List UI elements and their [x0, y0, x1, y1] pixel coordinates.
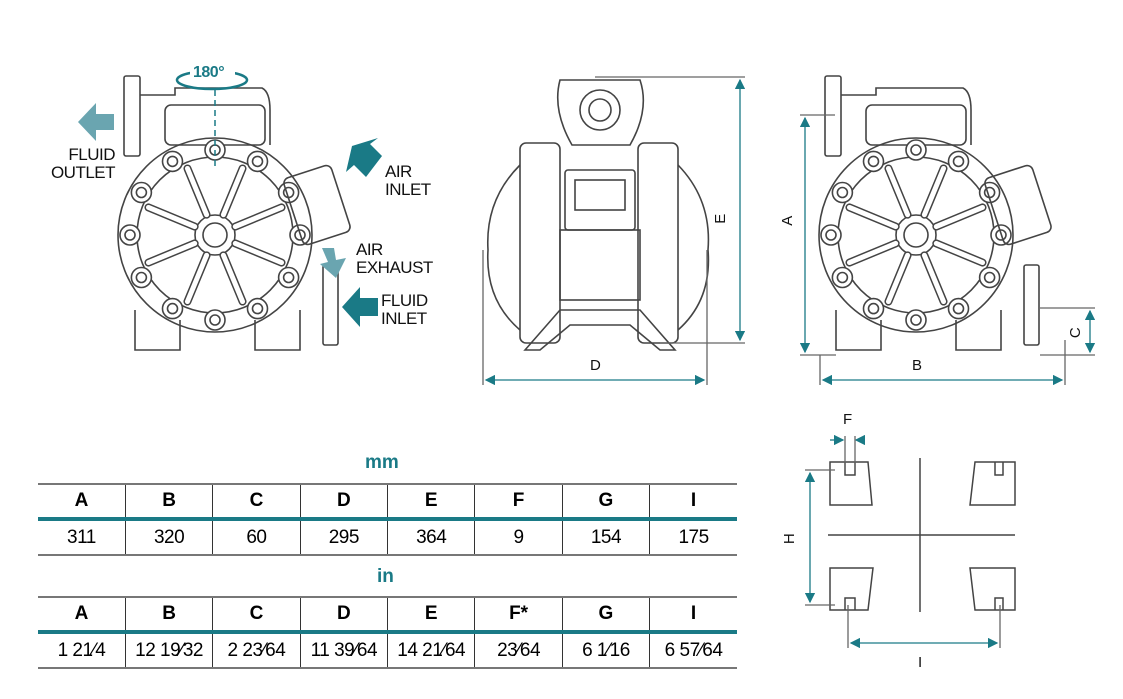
table-header-cell: F [474, 483, 563, 521]
table-value-cell: 11 39⁄64 [299, 632, 389, 669]
spoke [220, 252, 246, 305]
dim-label-h: H [781, 533, 799, 545]
dim-label-c: C [1067, 327, 1085, 339]
pump-front-view [486, 79, 710, 351]
mm-table-title: mm [365, 452, 399, 473]
bolt [124, 229, 136, 241]
pump-side-view-dimensioned [818, 75, 1052, 351]
table-value-cell: 175 [649, 519, 737, 556]
bolt [983, 271, 996, 284]
dim-label-f: F [843, 411, 852, 428]
bolt [867, 155, 880, 168]
bolt [836, 271, 849, 284]
bolt [825, 229, 837, 241]
bolt [251, 302, 264, 315]
table-value-cell: 14 21⁄64 [386, 632, 476, 669]
dim-label-a: A [778, 216, 796, 226]
bolt [952, 155, 965, 168]
spoke [933, 204, 986, 230]
table-value-cell: 12 19⁄32 [124, 632, 214, 669]
bolt [166, 155, 179, 168]
spoke [145, 240, 198, 266]
table-header-cell: B [124, 596, 214, 634]
bolt [251, 155, 264, 168]
pump-side-view [117, 75, 351, 351]
spoke [846, 204, 899, 230]
spoke [933, 240, 986, 266]
table-header-cell: E [386, 483, 476, 521]
table-header-cell: B [124, 483, 214, 521]
table-header-cell: C [212, 596, 301, 634]
in-table-title: in [377, 566, 394, 587]
table-value-cell: 9 [474, 519, 563, 556]
table-value-cell: 364 [386, 519, 476, 556]
air-exhaust-arrow-icon [320, 248, 346, 278]
table-header-cell: E [386, 596, 476, 634]
table-header-cell: D [299, 596, 389, 634]
table-header-cell: G [561, 596, 651, 634]
dim-label-b: B [912, 357, 922, 374]
table-value-cell: 311 [38, 519, 126, 556]
dimension-lines [482, 76, 1096, 386]
bolt [952, 302, 965, 315]
table-header-cell: A [38, 483, 126, 521]
footprint-dimension-lines [804, 434, 1001, 649]
spoke [220, 165, 246, 218]
table-header-cell: I [649, 483, 737, 521]
spoke [184, 165, 210, 218]
bolt [836, 186, 849, 199]
dim-label-d: D [590, 357, 601, 374]
table-value-cell: 6 57⁄64 [649, 632, 737, 669]
bolt [135, 271, 148, 284]
spoke [885, 252, 911, 305]
fluid-outlet-arrow-icon [78, 103, 114, 141]
dim-label-e: E [711, 214, 729, 224]
table-value-cell: 320 [124, 519, 214, 556]
spoke [885, 165, 911, 218]
rotation-indicator [175, 64, 249, 170]
table-value-cell: 60 [212, 519, 301, 556]
bolt [135, 186, 148, 199]
table-value-cell: 2 23⁄64 [212, 632, 301, 669]
spoke [921, 252, 947, 305]
spoke [145, 204, 198, 230]
spoke [232, 204, 285, 230]
bolt [282, 271, 295, 284]
spoke [846, 240, 899, 266]
fluid-inlet-arrow-icon [342, 287, 378, 327]
spoke [184, 252, 210, 305]
table-header-cell: G [561, 483, 651, 521]
table-value-cell: 6 1⁄16 [561, 632, 651, 669]
spoke [232, 240, 285, 266]
bolt [867, 302, 880, 315]
bolt [209, 314, 221, 326]
table-header-cell: I [649, 596, 737, 634]
table-value-cell: 1 21⁄4 [38, 632, 126, 669]
bolt [910, 144, 922, 156]
table-value-cell: 23⁄64 [474, 632, 563, 669]
spoke [921, 165, 947, 218]
table-header-cell: A [38, 596, 126, 634]
table-header-cell: D [299, 483, 389, 521]
table-value-cell: 154 [561, 519, 651, 556]
table-value-cell: 295 [299, 519, 389, 556]
rotation-label: 180° [193, 64, 225, 81]
table-header-cell: C [212, 483, 301, 521]
dim-label-i: I [918, 654, 922, 671]
bolt [166, 302, 179, 315]
table-header-cell: F* [474, 596, 563, 634]
air-inlet-arrow-icon [346, 138, 382, 177]
bolt [910, 314, 922, 326]
footprint-view [828, 458, 1016, 612]
